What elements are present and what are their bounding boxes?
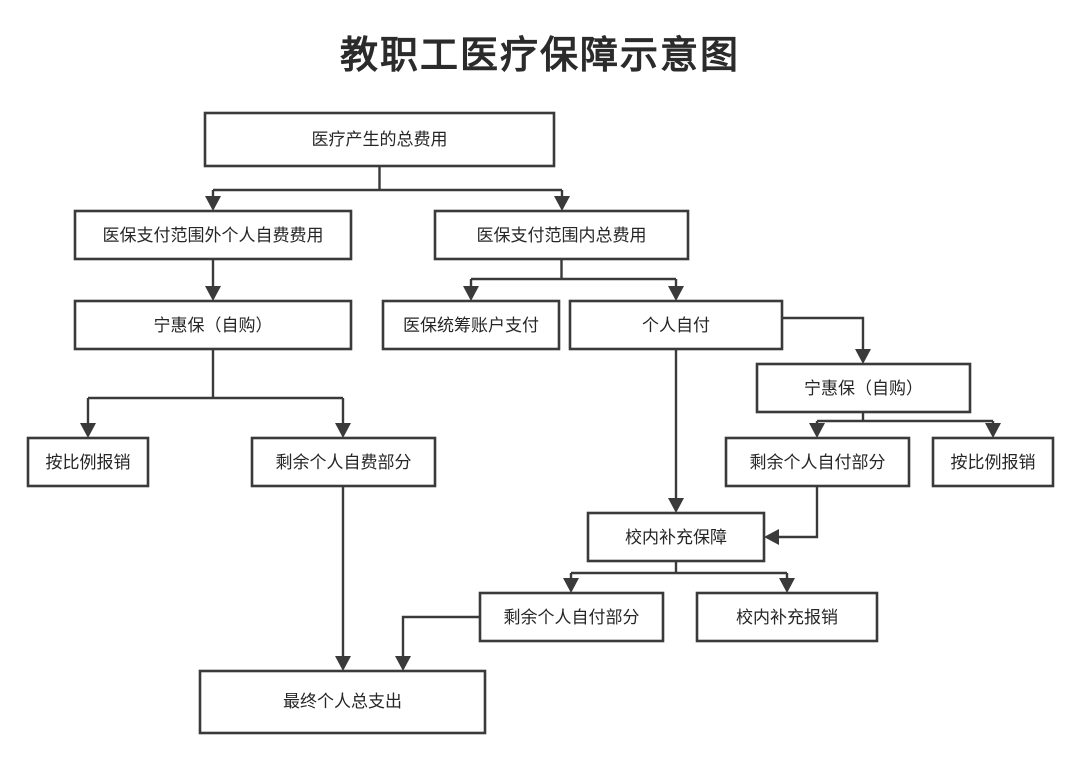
node-label-pooled-account: 医保统筹账户支付 — [403, 316, 539, 336]
edge-school-supplement-children — [569, 561, 789, 585]
edge-ninghuibao-left-children — [86, 349, 345, 430]
node-outside-scope[interactable]: 医保支付范围外个人自费费用 — [73, 209, 353, 261]
arrow-head-final-total-left — [335, 656, 351, 671]
node-school-reimburse[interactable]: 校内补充报销 — [695, 591, 879, 643]
node-label-ninghuibao-right: 宁惠保（自购） — [804, 379, 923, 399]
arrow-head-proportional-right — [985, 423, 1001, 438]
node-ninghuibao-right[interactable]: 宁惠保（自购） — [755, 362, 972, 414]
arrow-head-proportional-left — [80, 423, 96, 438]
node-proportional-right[interactable]: 按比例报销 — [931, 436, 1055, 488]
node-label-ninghuibao-left: 宁惠保（自购） — [154, 316, 273, 336]
arrow-head-ninghuibao-right — [855, 349, 871, 364]
node-label-proportional-left: 按比例报销 — [46, 453, 131, 473]
node-layer: 医疗产生的总费用 医保支付范围外个人自费费用 医保支付范围内总费用 宁惠保（自购… — [26, 111, 1055, 735]
node-label-final-total: 最终个人总支出 — [283, 692, 402, 712]
node-label-remaining-copay-top: 剩余个人自付部分 — [750, 453, 886, 473]
arrow-head-pooled-account — [463, 286, 479, 301]
node-label-total-cost: 医疗产生的总费用 — [312, 130, 448, 150]
node-ninghuibao-left[interactable]: 宁惠保（自购） — [73, 299, 353, 351]
node-school-supplement[interactable]: 校内补充保障 — [586, 511, 766, 563]
node-personal-payment[interactable]: 个人自付 — [568, 299, 784, 351]
edge-copay-bot-to-final — [401, 615, 480, 663]
edge-copay-top-to-school-supplement — [772, 486, 819, 539]
node-label-proportional-right: 按比例报销 — [951, 453, 1036, 473]
edge-ninghuibao-right-children — [815, 412, 995, 430]
node-label-personal-payment: 个人自付 — [642, 316, 710, 336]
node-inside-scope[interactable]: 医保支付范围内总费用 — [433, 209, 690, 261]
node-label-school-reimburse: 校内补充报销 — [736, 608, 838, 628]
arrow-head-final-total-right — [395, 656, 411, 671]
edge-total-to-scopes — [211, 166, 564, 203]
arrow-head-remaining-selfpay — [335, 423, 351, 438]
arrow-head-outside-scope — [205, 196, 221, 211]
arrow-head-school-reimburse — [779, 578, 795, 593]
arrow-head-inside-scope — [554, 196, 570, 211]
page-title: 教职工医疗保障示意图 — [339, 33, 740, 77]
edge-inside-to-children — [469, 259, 678, 293]
edge-personal-to-ninghuibao-right — [782, 316, 865, 356]
node-remaining-selfpay[interactable]: 剩余个人自费部分 — [250, 436, 437, 488]
node-label-school-supplement: 校内补充保障 — [625, 528, 727, 548]
node-final-total[interactable]: 最终个人总支出 — [198, 669, 487, 735]
edge-layer — [80, 166, 1001, 671]
node-pooled-account[interactable]: 医保统筹账户支付 — [381, 299, 561, 351]
node-remaining-copay-top[interactable]: 剩余个人自付部分 — [724, 436, 911, 488]
arrow-head-school-supplement — [668, 498, 684, 513]
arrow-head-school-supplement-left — [764, 529, 779, 545]
node-label-remaining-copay-bottom: 剩余个人自付部分 — [504, 608, 640, 628]
arrow-head-personal-payment — [668, 286, 684, 301]
node-label-remaining-selfpay: 剩余个人自费部分 — [276, 453, 412, 473]
node-proportional-left[interactable]: 按比例报销 — [26, 436, 150, 488]
arrow-head-remaining-copay-top — [809, 423, 825, 438]
node-label-inside-scope: 医保支付范围内总费用 — [477, 226, 647, 246]
arrow-head-remaining-copay-bot — [563, 578, 579, 593]
node-total-cost[interactable]: 医疗产生的总费用 — [203, 111, 556, 168]
node-remaining-copay-bottom[interactable]: 剩余个人自付部分 — [478, 591, 665, 643]
node-label-outside-scope: 医保支付范围外个人自费费用 — [103, 226, 324, 246]
arrow-head-ninghuibao-left — [205, 286, 221, 301]
